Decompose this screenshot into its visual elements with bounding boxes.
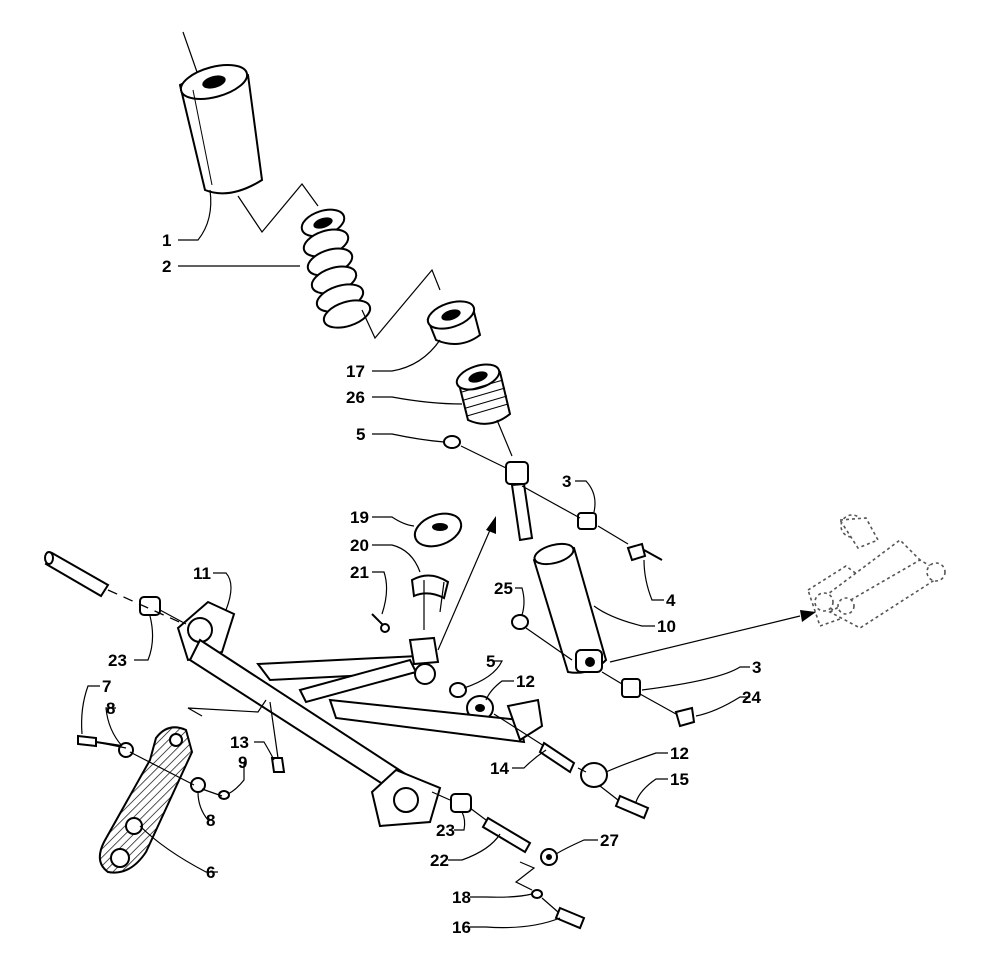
callout-15: 15	[670, 770, 689, 789]
callout-9: 9	[238, 753, 247, 772]
callout-23-left: 23	[108, 651, 127, 670]
callout-12-upper: 12	[516, 672, 535, 691]
callout-21: 21	[350, 563, 369, 582]
callout-5-lower: 5	[486, 652, 495, 671]
callout-18: 18	[452, 888, 471, 907]
callout-12-lower: 12	[670, 744, 689, 763]
callout-24: 24	[742, 688, 761, 707]
callout-26: 26	[346, 388, 365, 407]
axle-rod-part	[44, 551, 187, 626]
callout-11: 11	[193, 564, 211, 583]
callout-3-lower: 3	[752, 658, 761, 677]
callout-8-lower: 8	[206, 811, 215, 830]
callout-19: 19	[350, 508, 369, 527]
leader-lines	[95, 183, 677, 913]
callout-8-upper: 8	[106, 699, 115, 718]
hardware-parts	[77, 435, 696, 930]
shock-absorber-part	[505, 461, 608, 674]
callout-numbers: 1 2 17 26 5 3 19 20 21 11 4 25 10 23 5 1…	[102, 231, 761, 937]
callout-16: 16	[452, 918, 471, 937]
callout-20: 20	[350, 536, 369, 555]
callout-10: 10	[657, 617, 676, 636]
callout-6: 6	[206, 863, 215, 882]
callout-3-upper: 3	[562, 472, 571, 491]
bump-stop-part	[455, 363, 512, 425]
callout-5-upper: 5	[356, 425, 365, 444]
callout-22: 22	[430, 851, 449, 870]
callout-4: 4	[666, 591, 676, 610]
spring-adjuster-part	[426, 300, 482, 345]
callout-25: 25	[494, 579, 513, 598]
callout-17: 17	[346, 362, 365, 381]
callout-1: 1	[162, 231, 171, 250]
callout-13: 13	[230, 733, 249, 752]
callout-23-lower: 23	[436, 821, 455, 840]
callout-7: 7	[102, 677, 111, 696]
steering-arm-part	[98, 726, 194, 874]
rear-linkage-reference	[609, 514, 946, 663]
callout-leaders	[81, 189, 750, 929]
shock-cover-part	[178, 31, 264, 195]
callout-2: 2	[162, 257, 171, 276]
a-arm-assembly-part	[176, 516, 544, 828]
coil-spring-part	[300, 208, 372, 329]
callout-27: 27	[600, 831, 619, 850]
callout-14: 14	[490, 759, 509, 778]
